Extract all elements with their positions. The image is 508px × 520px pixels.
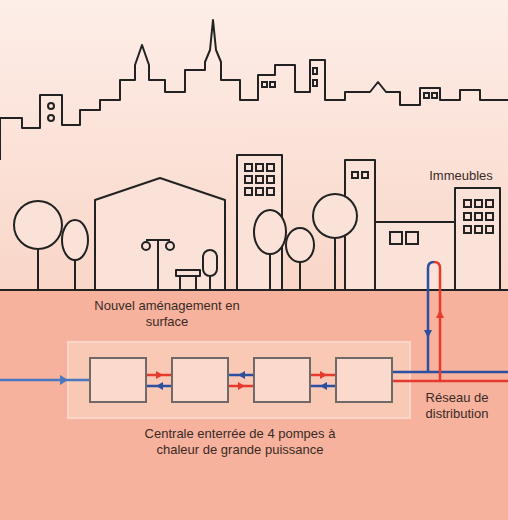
plant-band — [68, 342, 410, 418]
skyline-windows — [48, 68, 437, 121]
label-text: Réseau de distribution — [410, 390, 504, 422]
heat-pump — [90, 358, 392, 402]
ground-line — [0, 289, 508, 291]
skyline — [0, 20, 508, 160]
label-text: Centrale enterrée de 4 pompes à chaleur … — [135, 426, 345, 458]
label-text: Nouvel aménagement en surface — [92, 298, 242, 330]
underground — [0, 290, 508, 520]
label-text: Immeubles — [426, 168, 496, 184]
sky — [0, 0, 508, 290]
